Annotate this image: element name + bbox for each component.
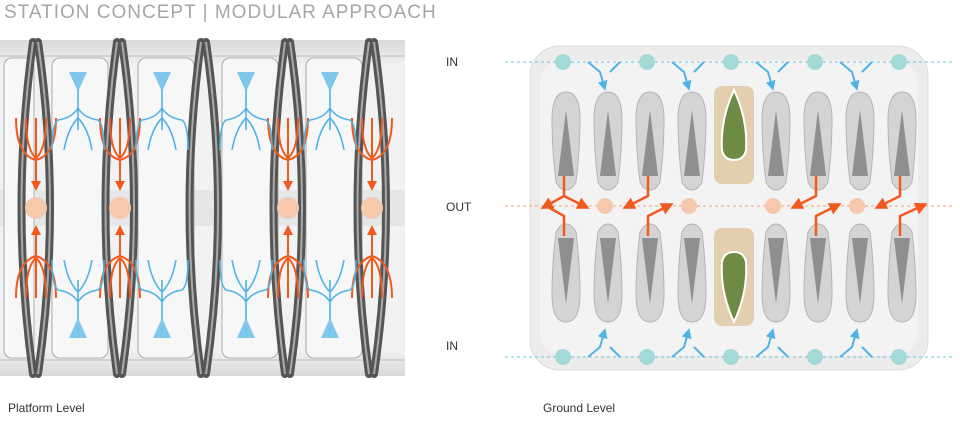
pod-cores [558,110,910,304]
platform-level-caption: Platform Level [8,401,85,415]
out-label: OUT [446,200,472,214]
ground-level-diagram [505,45,955,371]
platform-inflow [51,72,357,338]
platform-slabs [3,57,363,359]
track-rails [20,41,387,375]
in-stops [555,54,907,365]
in-arrows [587,61,873,358]
platform-outflow [15,117,393,299]
out-arrows [540,176,928,236]
pods-bottom [551,223,917,323]
in-label-bottom: IN [446,339,458,353]
green-pods [714,86,754,326]
out-stops [597,198,865,214]
page-title: STATION CONCEPT | MODULAR APPROACH [4,2,437,23]
ground-level-caption: Ground Level [543,401,616,415]
in-label-top: IN [446,55,458,69]
